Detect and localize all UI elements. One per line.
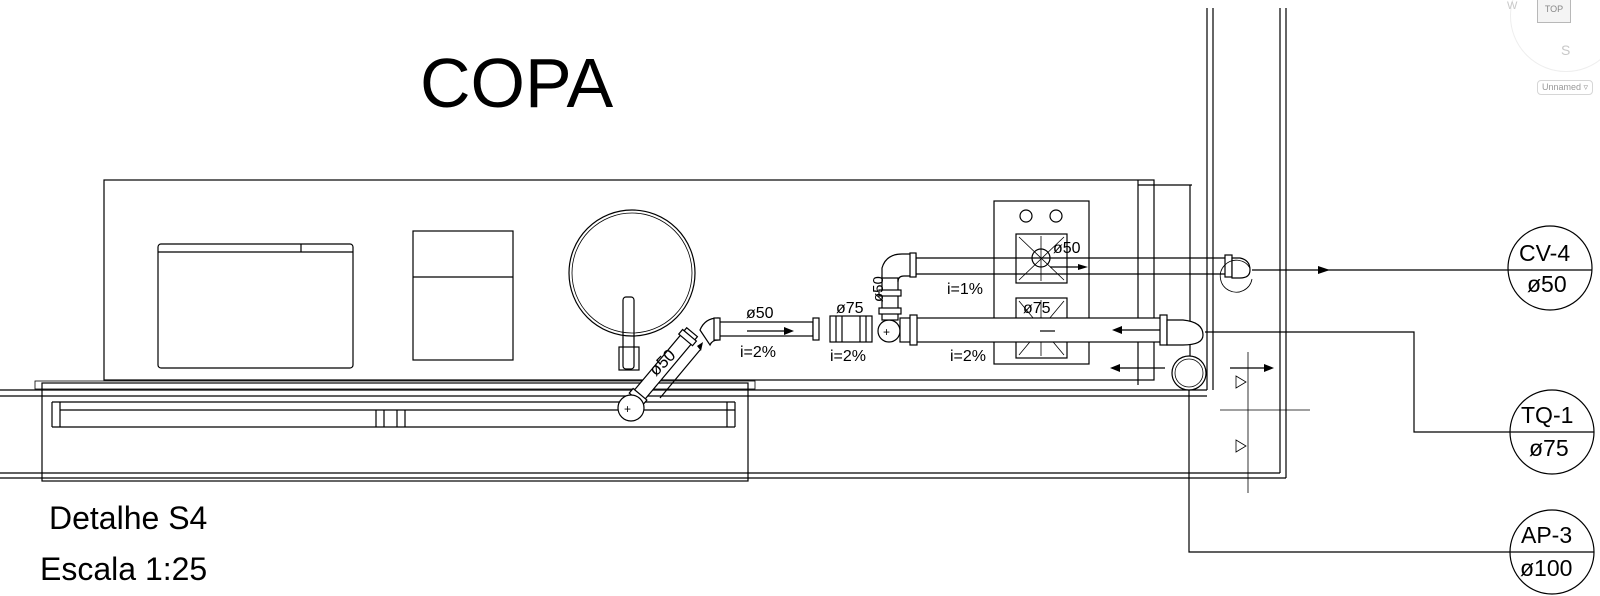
label-upper-slope: i=1% <box>947 281 983 298</box>
leader-lines <box>1188 266 1510 553</box>
label-left-slope: i=2% <box>830 348 866 365</box>
detail-label: Detalhe S4 <box>49 500 207 536</box>
tag-cv4-diameter: ø50 <box>1527 271 1567 297</box>
tag-cv4-id: CV-4 <box>1519 240 1570 266</box>
tag-ap3-id: AP-3 <box>1521 522 1572 548</box>
drawing-title: COPA <box>420 44 613 122</box>
label-mid-diameter: ø50 <box>746 305 774 322</box>
viewcube-south-label[interactable]: S <box>1561 42 1571 58</box>
viewcube-west-label[interactable]: W <box>1507 0 1518 12</box>
chevron-down-icon: ▿ <box>1583 82 1589 92</box>
round-sink <box>568 209 696 371</box>
label-upper-diameter: ø50 <box>1053 240 1081 257</box>
label-lower-slope: i=2% <box>950 348 986 365</box>
label-tee-diameter: ø75 <box>836 300 864 317</box>
svg-text:+: + <box>624 402 631 416</box>
appliance-small <box>412 230 514 361</box>
viewcube-top-face[interactable]: TOP <box>1537 0 1571 23</box>
ucs-dropdown[interactable]: Unnamed ▿ <box>1537 80 1594 95</box>
flow-arrows <box>659 264 1274 399</box>
svg-text:+: + <box>883 325 890 339</box>
floor-bench <box>0 380 1286 482</box>
tag-tq1-diameter: ø75 <box>1529 435 1569 461</box>
label-riser-diameter: ø50 <box>870 276 887 302</box>
scale-label: Escala 1:25 <box>40 551 207 587</box>
counter-back-wall <box>103 179 1192 385</box>
tag-cv4: CV-4 ø50 <box>1507 225 1593 311</box>
tag-ap3-diameter: ø100 <box>1520 555 1572 581</box>
pipe-annotations: ø50 ø50 i=2% ø75 ø50 i=2% i=1% ø50 ø75 i… <box>645 240 1080 380</box>
label-lower-diameter: ø75 <box>1023 300 1051 317</box>
appliance-large <box>157 243 354 369</box>
tag-tq1: TQ-1 ø75 <box>1509 389 1595 475</box>
tag-tq1-id: TQ-1 <box>1521 402 1573 428</box>
shaft-symbols <box>1220 352 1310 493</box>
building-walls <box>1189 8 1287 478</box>
label-mid-slope: i=2% <box>740 344 776 361</box>
ucs-label: Unnamed <box>1542 82 1582 92</box>
drain-pipes: + + <box>617 252 1253 422</box>
tag-ap3: AP-3 ø100 <box>1509 509 1595 595</box>
